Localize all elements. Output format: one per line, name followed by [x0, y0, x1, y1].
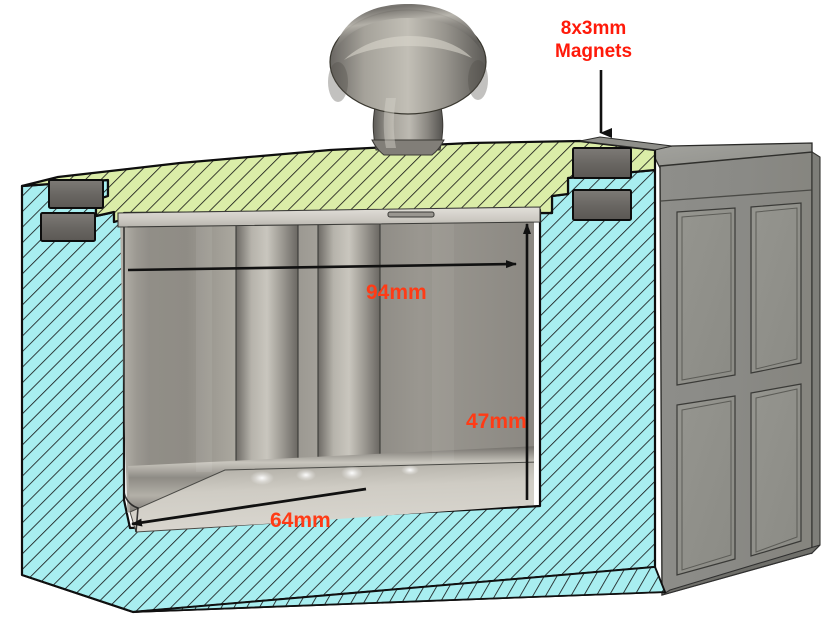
magnet-callout-label: 8x3mm Magnets [555, 18, 632, 64]
magnet-lid-right [572, 147, 632, 179]
lid-top-back-edge [579, 136, 673, 151]
body-bottom-cut-face [21, 566, 667, 613]
cavity-floor [129, 461, 534, 533]
dimension-label-47mm: 47mm [466, 410, 527, 433]
cavity-channel-right [317, 214, 381, 493]
door-panel-lower-left [676, 395, 736, 576]
dim-94-arrow [127, 260, 517, 272]
door-panel-upper-right [750, 202, 802, 374]
exterior-door-body [650, 142, 821, 596]
interior-cavity [120, 214, 534, 533]
door-top-rail-line [660, 189, 813, 202]
knob[interactable] [328, 4, 488, 156]
door-bottom-edge [661, 544, 821, 596]
lid-underside-lip [117, 206, 541, 228]
cavity-left-wall [120, 216, 150, 514]
door-panel-upper-left [676, 207, 736, 386]
knob-stem-highlight [383, 98, 396, 148]
magnet-body-right [572, 189, 632, 221]
dimension-label-94mm: 94mm [366, 281, 427, 304]
magnet-callout-line1: 8x3mm [560, 18, 627, 39]
dim-64-arrow [131, 487, 367, 527]
knob-dome-top [334, 4, 482, 52]
cavity-outline [123, 219, 139, 533]
magnet-body-left [40, 212, 96, 242]
knob-base-flare [371, 139, 445, 156]
door-panel-lower-right [750, 383, 802, 557]
magnet-pockets [40, 147, 632, 242]
dimension-arrows [127, 223, 531, 527]
magnet-callout-line2: Magnets [555, 40, 633, 62]
latch-slot [387, 211, 435, 218]
knob-specular [344, 36, 472, 60]
door-right-edge [811, 151, 821, 555]
dimension-label-64mm: 64mm [270, 509, 331, 532]
magnet-lid-left [48, 179, 104, 209]
cavity-channel-left [235, 215, 299, 495]
